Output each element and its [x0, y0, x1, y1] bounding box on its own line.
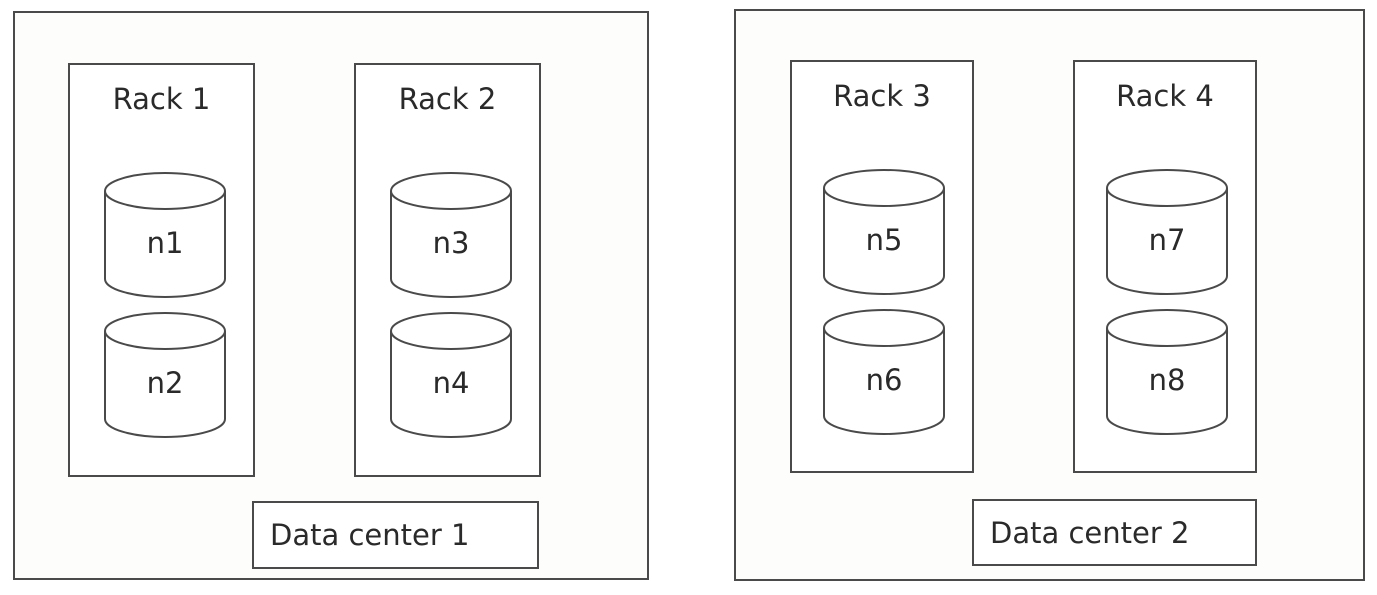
rack-1-label: Rack 1 [112, 82, 211, 116]
cylinder-icon [390, 172, 512, 298]
node-n6-label: n6 [865, 363, 903, 397]
node-n7-label: n7 [1148, 223, 1186, 257]
rack-3: Rack 3 n5 n6 [790, 60, 974, 473]
cylinder-icon [104, 172, 226, 298]
node-n6: n6 [822, 308, 946, 436]
cylinder-icon [1106, 169, 1228, 295]
cylinder-icon [390, 312, 512, 438]
node-n3-label: n3 [432, 226, 470, 260]
node-n2: n2 [103, 311, 227, 439]
rack-2-label: Rack 2 [398, 82, 497, 116]
data-center-1-label: Data center 1 [270, 518, 470, 552]
cylinder-icon [823, 169, 945, 295]
data-center-1: Rack 1 n1 n2 Rack 2 n3 [13, 11, 649, 580]
node-n3: n3 [389, 171, 513, 299]
node-n4-label: n4 [432, 366, 470, 400]
node-n2-label: n2 [146, 366, 184, 400]
node-n1-label: n1 [146, 226, 184, 260]
node-n5-label: n5 [865, 223, 903, 257]
rack-1: Rack 1 n1 n2 [68, 63, 255, 477]
node-n8: n8 [1105, 308, 1229, 436]
data-center-2-label: Data center 2 [990, 516, 1190, 550]
data-center-2-label-box: Data center 2 [972, 499, 1257, 566]
cylinder-icon [104, 312, 226, 438]
cylinder-icon [823, 309, 945, 435]
rack-4-label: Rack 4 [1116, 79, 1214, 113]
node-n1: n1 [103, 171, 227, 299]
node-n4: n4 [389, 311, 513, 439]
rack-3-label: Rack 3 [833, 79, 931, 113]
node-n7: n7 [1105, 168, 1229, 296]
data-center-1-label-box: Data center 1 [252, 501, 539, 569]
rack-4: Rack 4 n7 n8 [1073, 60, 1257, 473]
cylinder-icon [1106, 309, 1228, 435]
rack-2: Rack 2 n3 n4 [354, 63, 541, 477]
data-center-2: Rack 3 n5 n6 Rack 4 n7 [734, 9, 1365, 581]
node-n5: n5 [822, 168, 946, 296]
node-n8-label: n8 [1148, 363, 1186, 397]
